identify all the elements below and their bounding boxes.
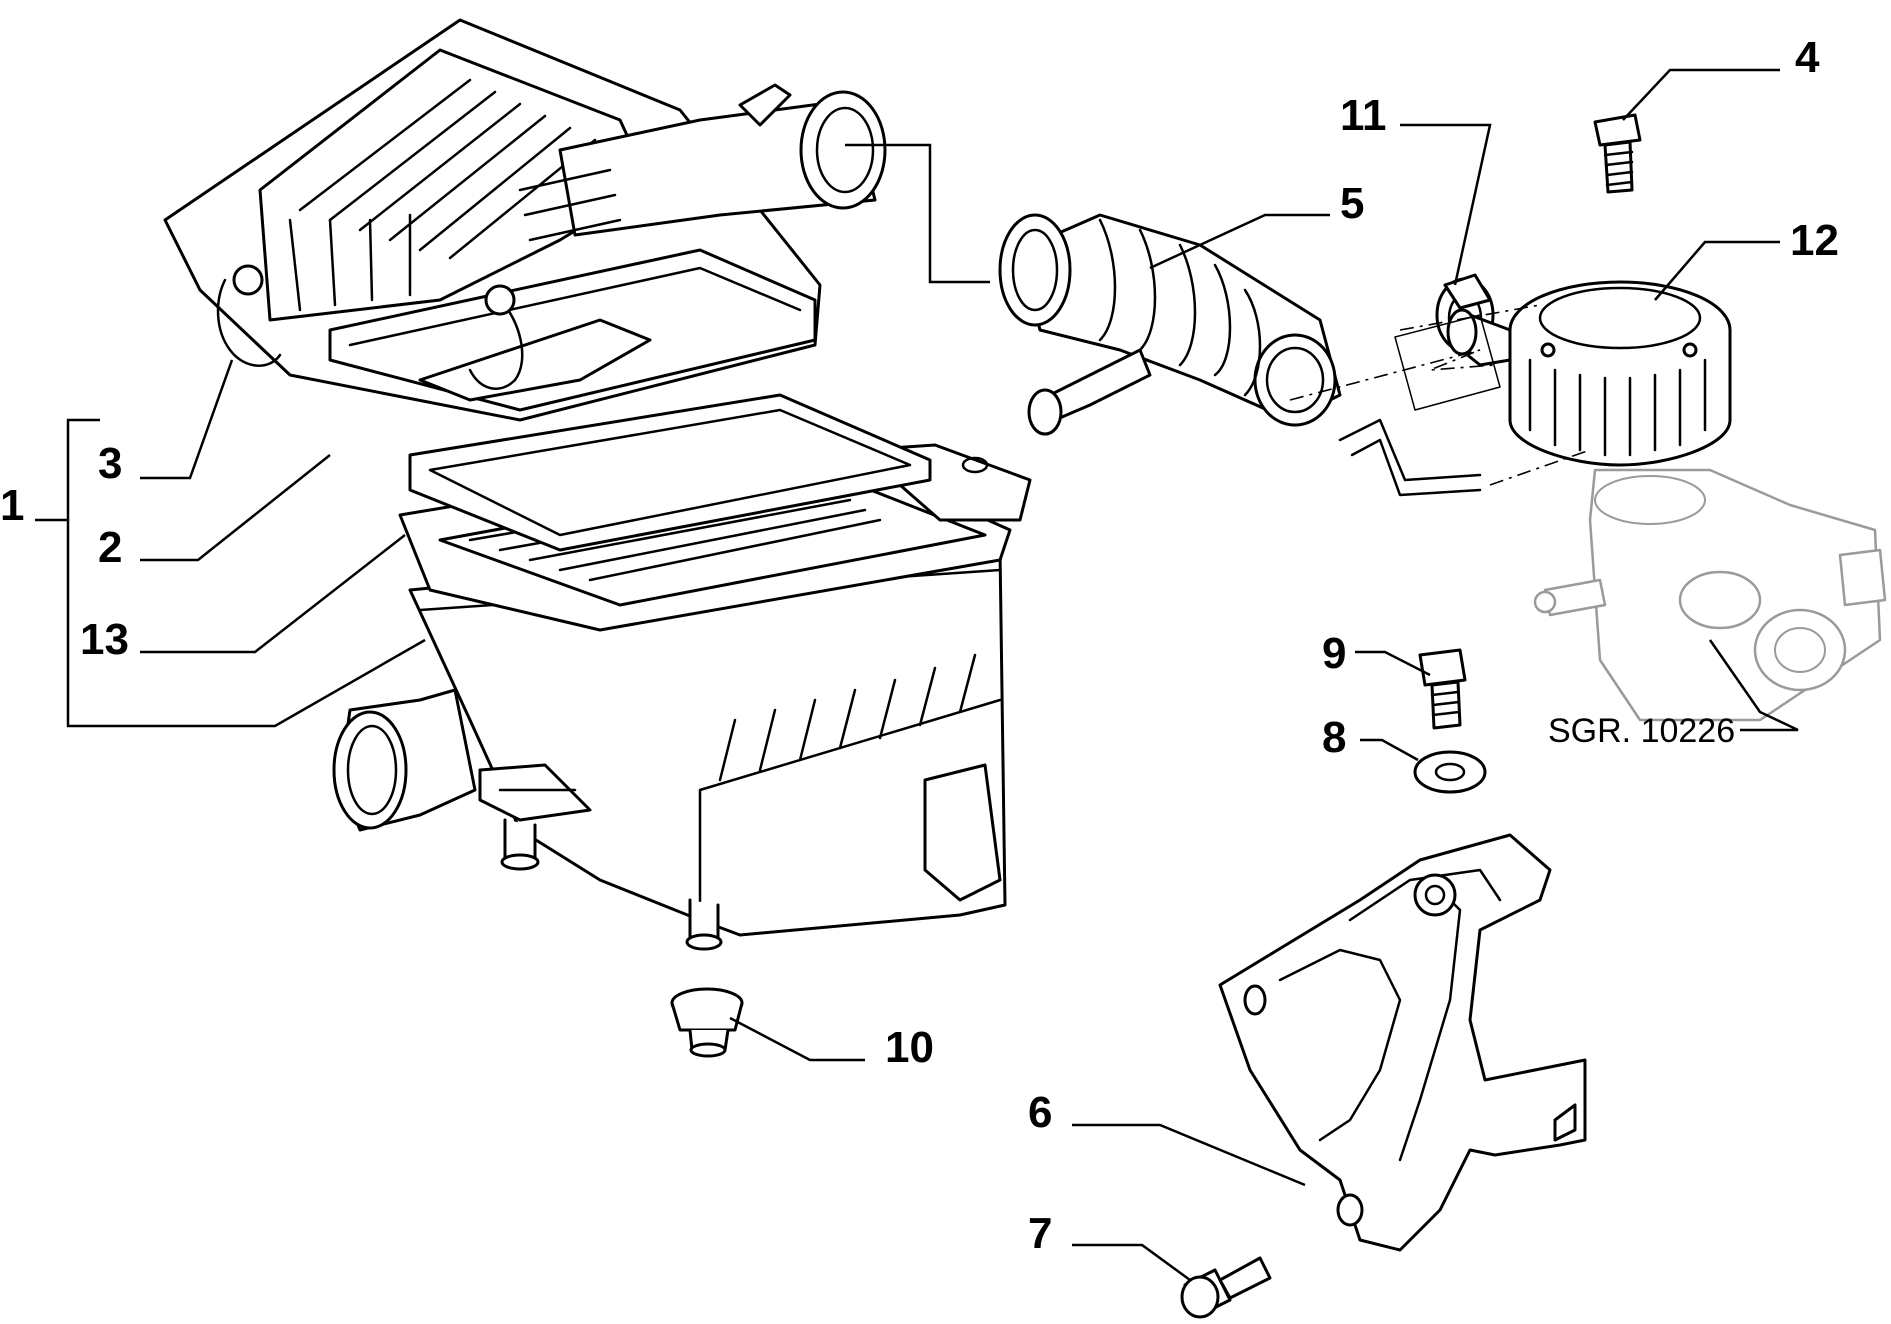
callout-5: 5 bbox=[1340, 179, 1364, 228]
mounting-bracket bbox=[1218, 833, 1587, 1252]
screw-icon bbox=[1593, 113, 1642, 194]
intake-hose bbox=[998, 213, 1482, 497]
callout-13: 13 bbox=[80, 615, 129, 664]
callout-3: 3 bbox=[98, 439, 122, 488]
air-filter-housing bbox=[163, 18, 1032, 951]
bracket-bolt-icon bbox=[1180, 1256, 1272, 1319]
callout-11: 11 bbox=[1340, 91, 1387, 140]
washer-icon bbox=[1413, 750, 1487, 794]
bolt-icon bbox=[1418, 648, 1467, 730]
callout-6: 6 bbox=[1028, 1088, 1052, 1137]
callout-2: 2 bbox=[98, 523, 122, 572]
throttle-body-reference bbox=[1533, 468, 1887, 722]
callout-1: 1 bbox=[0, 481, 24, 530]
rubber-plug-icon bbox=[670, 987, 744, 1058]
callout-10: 10 bbox=[885, 1023, 934, 1072]
callout-7: 7 bbox=[1028, 1209, 1052, 1258]
alignment-line bbox=[1289, 349, 1496, 401]
callout-8: 8 bbox=[1322, 713, 1346, 762]
breather-valve bbox=[1446, 280, 1732, 467]
reference-code: SGR. 10226 bbox=[1548, 712, 1735, 750]
callout-12: 12 bbox=[1790, 216, 1839, 265]
cover-clip-icon bbox=[216, 264, 524, 390]
callout-9: 9 bbox=[1322, 629, 1346, 678]
alignment-line bbox=[1489, 449, 1591, 486]
leader-lines bbox=[35, 68, 1799, 1282]
callout-4: 4 bbox=[1795, 33, 1820, 82]
